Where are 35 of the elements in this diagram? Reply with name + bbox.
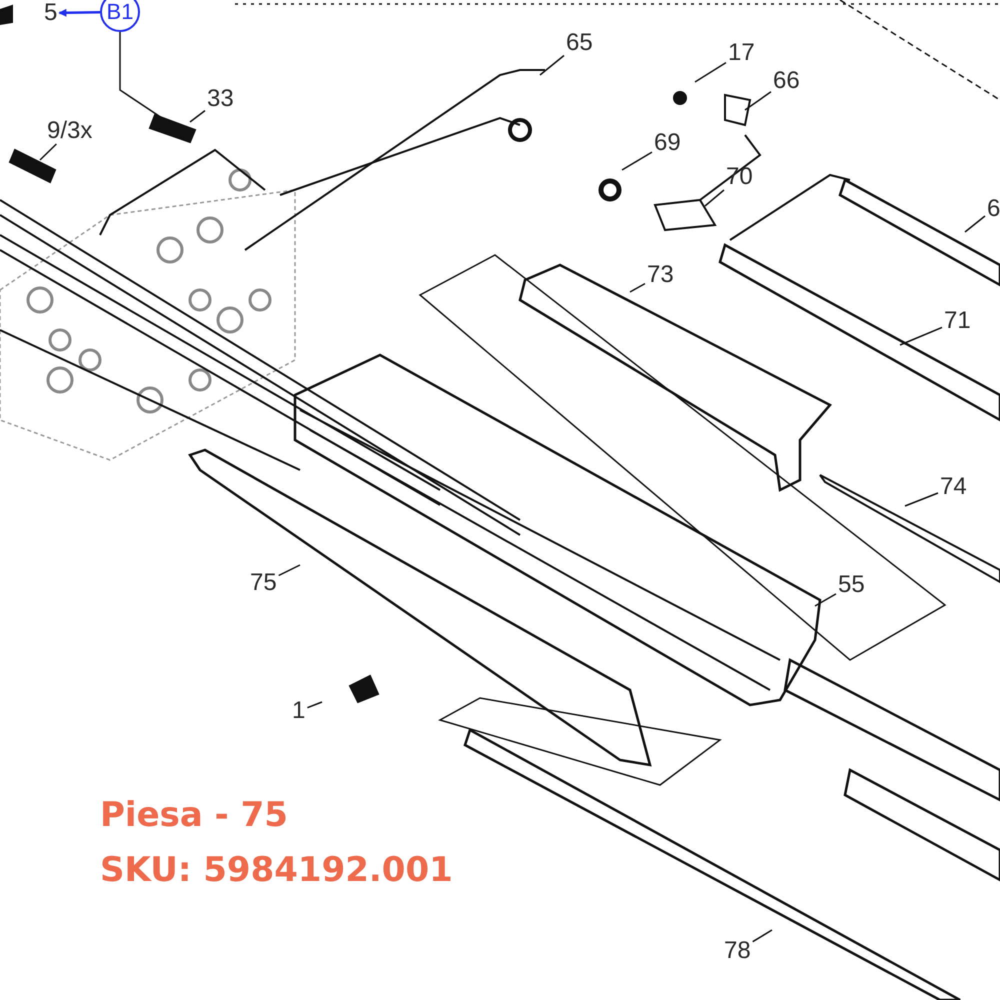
callout-number: 33 bbox=[205, 86, 236, 112]
arrow bbox=[58, 8, 100, 17]
leader-line bbox=[278, 564, 300, 576]
leader-line bbox=[307, 701, 322, 708]
callout-number: 6 bbox=[985, 196, 1000, 222]
callout-number: 70 bbox=[724, 164, 755, 190]
reference-circle: B1 bbox=[100, 0, 140, 32]
callout-number: 78 bbox=[722, 938, 753, 964]
callout-number: 66 bbox=[771, 68, 802, 94]
leader-line bbox=[704, 189, 724, 207]
callout-number: 69 bbox=[652, 130, 683, 156]
leader-line bbox=[904, 492, 938, 507]
callout-number: 1 bbox=[290, 698, 308, 724]
leader-line bbox=[622, 151, 652, 171]
callout-number: 5 bbox=[42, 0, 60, 26]
leader-line bbox=[39, 143, 57, 161]
leader-line bbox=[694, 62, 726, 83]
leader-line bbox=[540, 54, 564, 76]
callout-number: 65 bbox=[564, 30, 595, 56]
leader-line bbox=[964, 215, 986, 233]
leader-line bbox=[190, 110, 206, 123]
callout-number: 55 bbox=[836, 572, 867, 598]
leader-line bbox=[752, 929, 772, 942]
leader-line bbox=[630, 282, 646, 293]
sku-text: SKU: 5984192.001 bbox=[100, 850, 453, 890]
callout-number: 74 bbox=[938, 474, 969, 500]
callout-number: 75 bbox=[248, 570, 279, 596]
leader-line bbox=[744, 91, 772, 111]
callout-number: 71 bbox=[942, 308, 973, 334]
callout-number: 73 bbox=[645, 262, 676, 288]
part-title: Piesa - 75 bbox=[100, 795, 288, 835]
leader-line bbox=[814, 593, 836, 607]
callout-number: 9/3x bbox=[45, 118, 94, 144]
leader-line bbox=[900, 326, 942, 346]
callout-number: 17 bbox=[726, 40, 757, 66]
